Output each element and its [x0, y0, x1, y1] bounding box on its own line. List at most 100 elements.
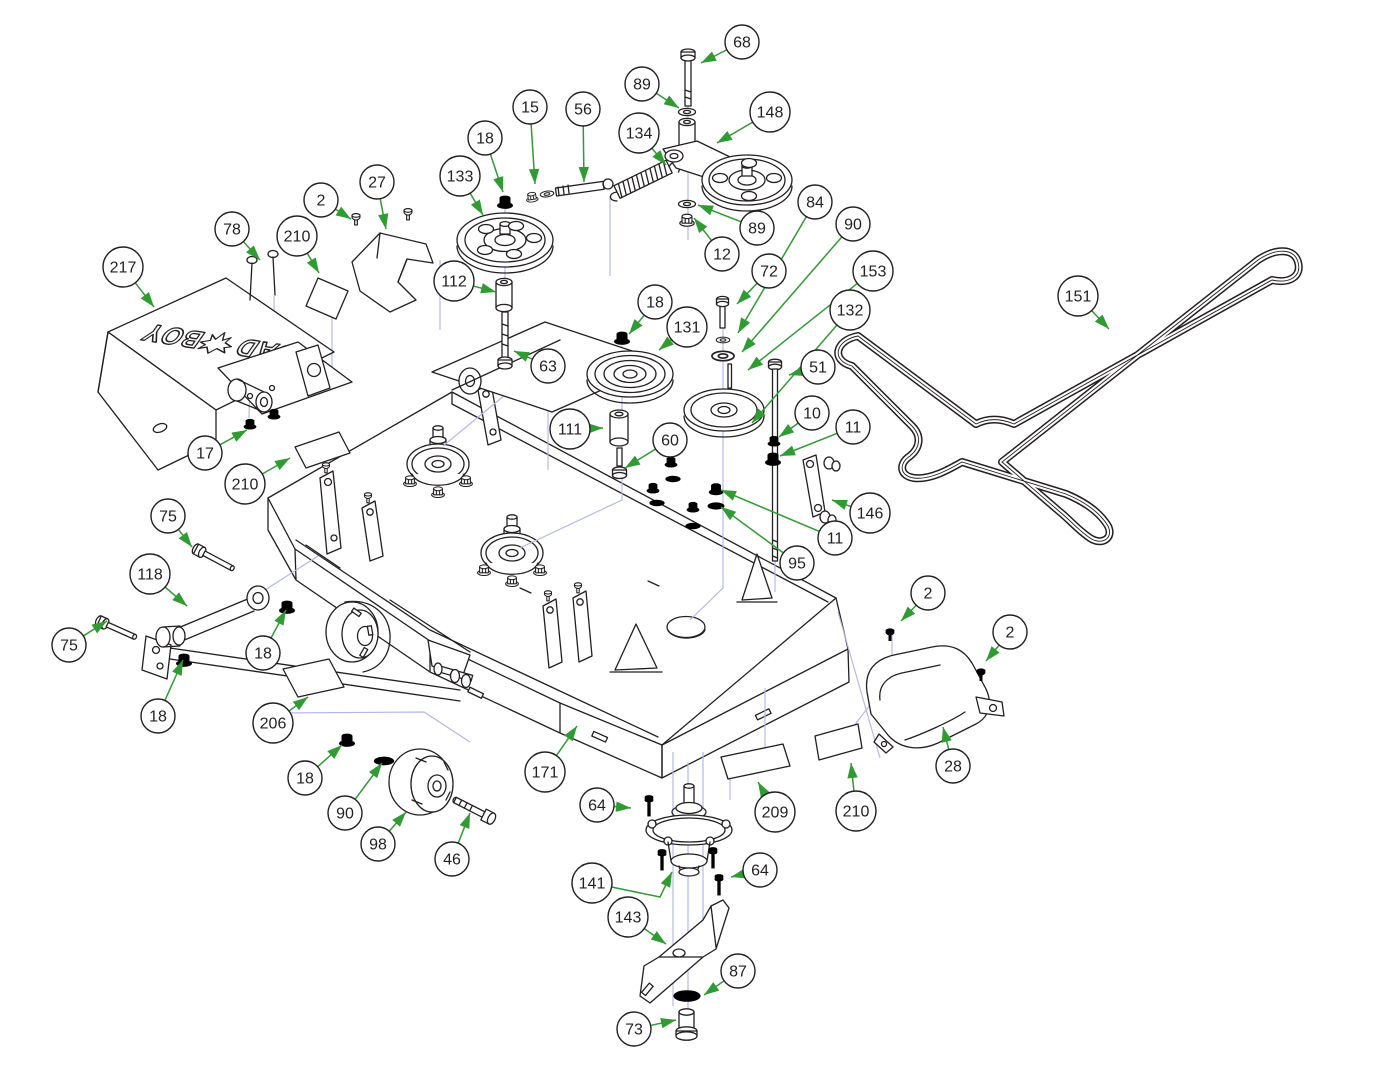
- callout-151[interactable]: 151: [1057, 275, 1110, 330]
- callout-balloon[interactable]: [433, 260, 475, 302]
- callout-balloon[interactable]: [666, 306, 708, 348]
- callout-84[interactable]: 84: [737, 184, 833, 334]
- callout-balloon[interactable]: [214, 211, 250, 247]
- callout-balloon[interactable]: [779, 545, 815, 581]
- callout-148[interactable]: 148: [716, 91, 791, 144]
- callout-11[interactable]: 11: [779, 409, 871, 457]
- callout-balloon[interactable]: [467, 120, 503, 156]
- callout-balloon[interactable]: [102, 246, 144, 288]
- callout-131[interactable]: 131: [658, 306, 708, 351]
- callout-56[interactable]: 56: [565, 91, 601, 183]
- callout-balloon[interactable]: [150, 498, 186, 534]
- callout-10[interactable]: 10: [778, 395, 830, 438]
- callout-143[interactable]: 143: [607, 896, 667, 945]
- callout-141[interactable]: 141: [571, 862, 673, 904]
- callout-balloon[interactable]: [724, 24, 760, 60]
- callout-balloon[interactable]: [849, 492, 891, 534]
- callout-11[interactable]: 11: [720, 489, 853, 556]
- callout-balloon[interactable]: [549, 408, 591, 450]
- callout-78[interactable]: 78: [214, 211, 261, 261]
- callout-balloon[interactable]: [524, 751, 566, 793]
- callout-209[interactable]: 209: [754, 781, 796, 833]
- callout-210[interactable]: 210: [224, 457, 291, 505]
- callout-206[interactable]: 206: [252, 696, 309, 744]
- callout-153[interactable]: 153: [747, 250, 894, 371]
- callout-balloon[interactable]: [276, 215, 318, 257]
- callout-balloon[interactable]: [652, 422, 688, 458]
- callout-balloon[interactable]: [618, 112, 660, 154]
- callout-balloon[interactable]: [739, 210, 775, 246]
- callout-balloon[interactable]: [51, 627, 87, 663]
- callout-171[interactable]: 171: [524, 725, 578, 793]
- callout-134[interactable]: 134: [618, 112, 667, 166]
- callout-balloon[interactable]: [835, 409, 871, 445]
- callout-75[interactable]: 75: [51, 620, 108, 663]
- callout-balloon[interactable]: [794, 395, 830, 431]
- callout-2[interactable]: 2: [985, 614, 1028, 662]
- callout-balloon[interactable]: [754, 791, 796, 833]
- callout-72[interactable]: 72: [736, 253, 787, 305]
- callout-balloon[interactable]: [624, 66, 660, 102]
- callout-balloon[interactable]: [360, 826, 396, 862]
- callout-217[interactable]: 217: [102, 246, 155, 308]
- callout-balloon[interactable]: [439, 155, 481, 197]
- callout-2[interactable]: 2: [900, 575, 946, 622]
- callout-balloon[interactable]: [571, 862, 613, 904]
- callout-balloon[interactable]: [359, 164, 395, 200]
- callout-balloon[interactable]: [616, 1011, 652, 1047]
- callout-118[interactable]: 118: [129, 553, 188, 607]
- callout-2[interactable]: 2: [303, 182, 352, 220]
- callout-balloon[interactable]: [852, 250, 894, 292]
- callout-balloon[interactable]: [224, 463, 266, 505]
- callout-balloon[interactable]: [704, 236, 740, 272]
- callout-balloon[interactable]: [434, 841, 470, 877]
- callout-balloon[interactable]: [287, 760, 323, 796]
- callout-63[interactable]: 63: [513, 348, 566, 384]
- callout-90[interactable]: 90: [741, 206, 871, 353]
- callout-balloon[interactable]: [800, 349, 836, 385]
- callout-17[interactable]: 17: [187, 429, 248, 471]
- callout-18[interactable]: 18: [287, 744, 343, 796]
- callout-28[interactable]: 28: [935, 726, 971, 784]
- callout-210[interactable]: 210: [276, 215, 320, 274]
- callout-89[interactable]: 89: [624, 66, 680, 109]
- callout-balloon[interactable]: [835, 790, 877, 832]
- callout-balloon[interactable]: [935, 748, 971, 784]
- callout-balloon[interactable]: [565, 91, 601, 127]
- callout-27[interactable]: 27: [359, 164, 395, 230]
- callout-12[interactable]: 12: [693, 217, 740, 272]
- callout-75[interactable]: 75: [150, 498, 193, 548]
- callout-133[interactable]: 133: [439, 155, 484, 216]
- callout-210[interactable]: 210: [835, 762, 877, 832]
- callout-98[interactable]: 98: [360, 811, 407, 862]
- callout-balloon[interactable]: [829, 289, 871, 331]
- callout-87[interactable]: 87: [703, 953, 756, 996]
- callout-balloon[interactable]: [637, 284, 673, 320]
- callout-18[interactable]: 18: [245, 609, 287, 671]
- callout-balloon[interactable]: [140, 698, 176, 734]
- callout-18[interactable]: 18: [628, 284, 673, 335]
- callout-51[interactable]: 51: [788, 349, 836, 385]
- callout-balloon[interactable]: [742, 852, 778, 888]
- callout-89[interactable]: 89: [697, 204, 775, 246]
- callout-balloon[interactable]: [910, 575, 946, 611]
- callout-balloon[interactable]: [303, 182, 339, 218]
- callout-64[interactable]: 64: [579, 787, 632, 823]
- callout-balloon[interactable]: [245, 635, 281, 671]
- callout-60[interactable]: 60: [624, 422, 688, 469]
- callout-balloon[interactable]: [720, 953, 756, 989]
- callout-73[interactable]: 73: [616, 1011, 677, 1047]
- callout-95[interactable]: 95: [720, 506, 815, 581]
- callout-111[interactable]: 111: [549, 408, 604, 450]
- callout-balloon[interactable]: [797, 184, 833, 220]
- callout-balloon[interactable]: [992, 614, 1028, 650]
- callout-146[interactable]: 146: [831, 492, 891, 534]
- callout-18[interactable]: 18: [467, 120, 504, 193]
- callout-balloon[interactable]: [327, 795, 363, 831]
- callout-balloon[interactable]: [1057, 275, 1099, 317]
- callout-balloon[interactable]: [129, 553, 171, 595]
- callout-90[interactable]: 90: [327, 762, 383, 831]
- callout-64[interactable]: 64: [730, 852, 778, 888]
- callout-balloon[interactable]: [512, 89, 548, 125]
- callout-18[interactable]: 18: [140, 659, 184, 734]
